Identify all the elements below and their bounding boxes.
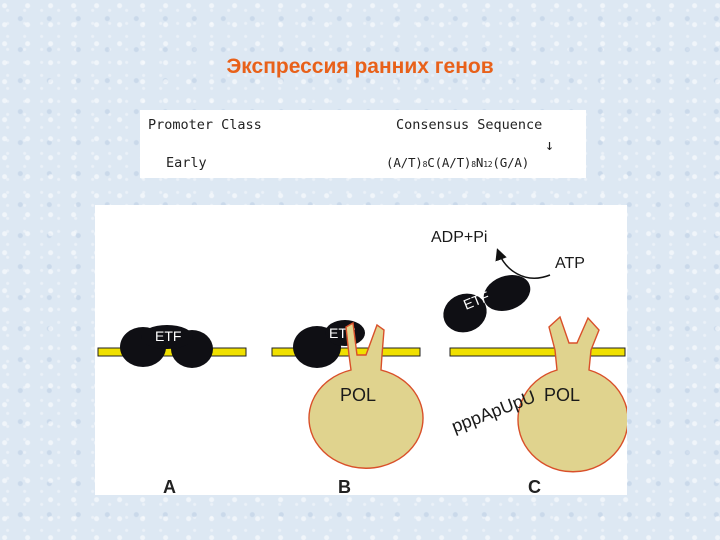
adp-pi-label: ADP+Pi <box>431 229 487 246</box>
panel-label-b: B <box>338 477 351 495</box>
dna-strand-b <box>271 347 421 357</box>
dna-strand-c <box>449 347 626 357</box>
atp-label: ATP <box>555 255 585 272</box>
rna-polymerase-b: POL <box>308 321 424 469</box>
seq-part-2: C(A/T) <box>427 155 472 170</box>
seq-part-3: N <box>475 155 484 170</box>
panel-b: ETF POL B <box>271 320 424 495</box>
header-consensus-sequence: Consensus Sequence <box>396 117 543 133</box>
seq-sub-2: 8 <box>471 160 476 169</box>
header-promoter-class: Promoter Class <box>148 117 262 133</box>
consensus-sequence-table: Promoter Class Consensus Sequence ↓ Earl… <box>140 110 586 178</box>
seq-sub-3: 12 <box>483 160 493 169</box>
rna-polymerase-c: POL <box>517 315 627 473</box>
panel-c: POL ETF pppApUpU ADP+Pi ATP C <box>431 229 627 495</box>
hydrolysis-arrow-icon <box>495 248 551 279</box>
etf-complex-a: ETF <box>120 325 213 368</box>
panel-label-c: C <box>528 477 541 495</box>
pol-label-c: POL <box>544 385 580 405</box>
seq-part-4: (G/A) <box>492 155 530 170</box>
start-site-arrow-icon: ↓ <box>545 136 555 154</box>
transcription-diagram: ETF A ETF POL B POL <box>95 205 627 495</box>
panel-label-a: A <box>163 477 176 495</box>
panel-a: ETF A <box>97 325 247 495</box>
released-etf-complex: ETF <box>443 275 531 333</box>
slide-title: Экспрессия ранних генов <box>226 55 494 78</box>
seq-part-1: (A/T) <box>386 155 423 170</box>
seq-sub-1: 8 <box>422 160 428 169</box>
row-consensus-sequence: (A/T)8C(A/T)8N12(G/A) <box>386 155 529 170</box>
transcription-diagram-svg: ETF A ETF POL B POL <box>97 229 627 495</box>
pol-label-b: POL <box>340 385 376 405</box>
row-promoter-class: Early <box>166 155 207 171</box>
etf-label-a: ETF <box>155 328 181 344</box>
